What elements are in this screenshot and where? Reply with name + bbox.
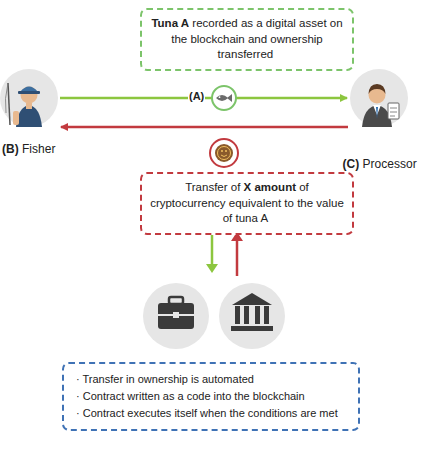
actor-circle: (B)Fisher — [0, 69, 58, 127]
bullet-line: · Transfer in ownership is automated — [76, 371, 346, 388]
coin-icon — [210, 139, 238, 167]
box-text: (C) — [343, 157, 360, 171]
actor-label: (C)Processor — [343, 157, 420, 171]
asset-circle: (A) — [211, 85, 237, 111]
callout-letter: (A) — [188, 90, 205, 102]
box-text: Tuna A — [151, 17, 189, 29]
box-text: Fisher — [22, 142, 55, 156]
box-text: Transfer of — [185, 181, 240, 193]
bullet-line: · Contract written as a code into the bl… — [76, 388, 346, 405]
fisher-figure — [0, 69, 58, 127]
bullet-line: · Contract executes itself when the cond… — [76, 405, 346, 422]
actor-circle: (C)Processor — [350, 69, 408, 127]
contract-note-box: · Transfer in ownership is automated· Co… — [62, 362, 360, 431]
processor-figure — [350, 69, 408, 127]
actor-label: (B)Fisher — [2, 142, 59, 156]
payment-note-box: Transfer ofX amountof cryptocurrency equ… — [140, 172, 354, 235]
flow-arrows — [206, 232, 243, 276]
box-text: recorded as a digital asset on the block… — [171, 17, 342, 60]
box-text: (B) — [2, 142, 19, 156]
box-text: Processor — [363, 157, 417, 171]
box-text: X amount — [244, 181, 296, 193]
bank-icon — [219, 283, 285, 349]
asset-note-box: Tuna Arecorded as a digital asset on the… — [140, 8, 354, 71]
transfer-arrow — [61, 126, 348, 129]
briefcase-icon — [143, 283, 209, 349]
fish-icon — [213, 87, 235, 109]
